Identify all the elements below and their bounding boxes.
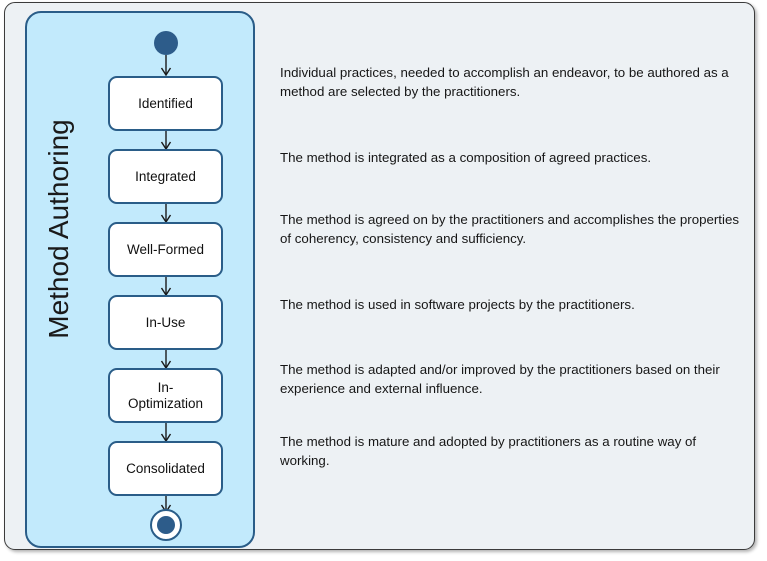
transition-arrow-integrated-to-well-formed xyxy=(159,204,173,223)
initial-state-node xyxy=(154,31,178,55)
transition-arrow-in-optimization-to-consolidated xyxy=(159,423,173,442)
state-well-formed[interactable]: Well-Formed xyxy=(108,222,223,277)
final-state-node xyxy=(150,509,182,541)
state-in-optimization-label: In- Optimization xyxy=(127,379,204,411)
state-integrated[interactable]: Integrated xyxy=(108,149,223,204)
state-well-formed-label: Well-Formed xyxy=(126,241,204,257)
state-identified-label: Identified xyxy=(138,95,193,111)
transition-arrow-initial-to-identified xyxy=(159,55,173,76)
description-in-optimization: The method is adapted and/or improved by… xyxy=(280,362,720,396)
state-in-optimization[interactable]: In- Optimization xyxy=(108,368,223,423)
transition-arrow-in-use-to-in-optimization xyxy=(159,350,173,369)
state-consolidated-label: Consolidated xyxy=(126,460,205,476)
description-integrated: The method is integrated as a compositio… xyxy=(280,150,652,165)
description-consolidated: The method is mature and adopted by prac… xyxy=(280,434,697,468)
state-in-use-label: In-Use xyxy=(145,314,186,330)
composite-state-region: Method Authoring Identified xyxy=(25,11,255,548)
outer-frame: Method Authoring Identified xyxy=(4,2,755,550)
description-in-use: The method is used in software projects … xyxy=(280,297,635,312)
state-integrated-label: Integrated xyxy=(135,168,196,184)
transition-arrow-well-formed-to-in-use xyxy=(159,277,173,296)
state-identified[interactable]: Identified xyxy=(108,76,223,131)
description-identified: Individual practices, needed to accompli… xyxy=(280,65,729,99)
description-well-formed: The method is agreed on by the practitio… xyxy=(280,212,740,246)
state-consolidated[interactable]: Consolidated xyxy=(108,441,223,496)
state-in-use[interactable]: In-Use xyxy=(108,295,223,350)
transition-arrow-identified-to-integrated xyxy=(159,131,173,150)
region-label-method-authoring: Method Authoring xyxy=(43,119,74,339)
